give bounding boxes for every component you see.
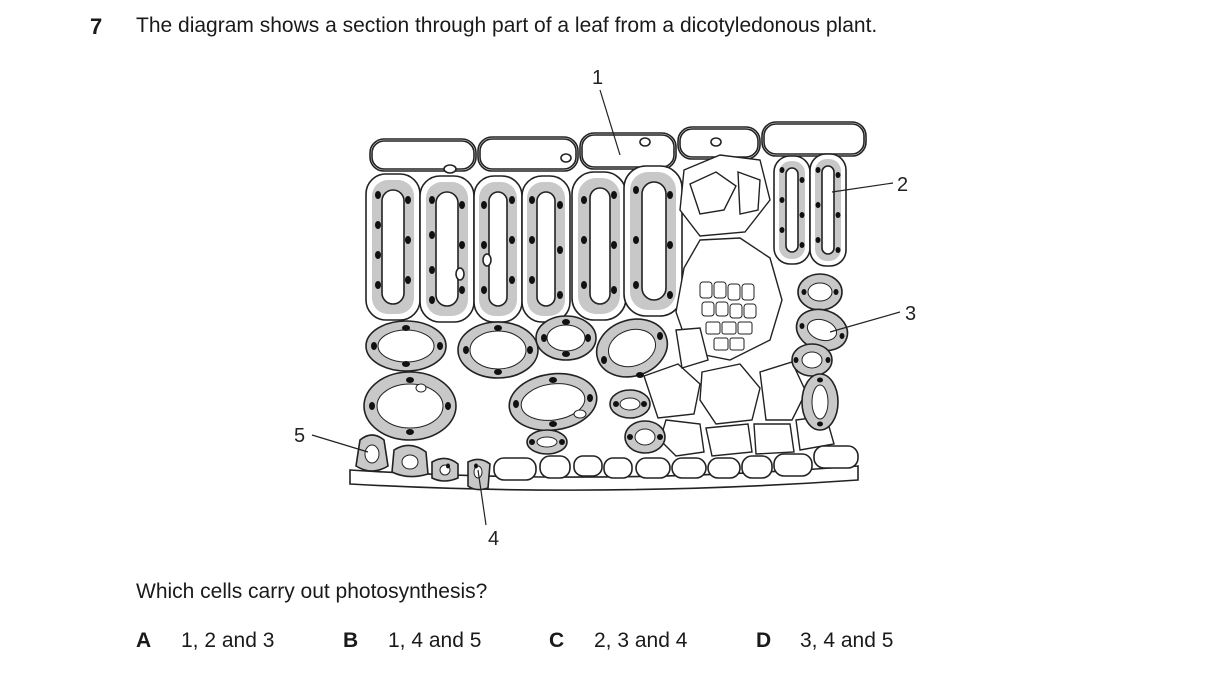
question-text: The diagram shows a section through part…: [136, 14, 878, 37]
label-5: 5: [294, 425, 305, 447]
option-text: 1, 2 and 3: [181, 629, 275, 652]
option-text: 1, 4 and 5: [388, 629, 482, 652]
option-b[interactable]: B 1, 4 and 5: [343, 629, 481, 653]
option-text: 3, 4 and 5: [800, 629, 894, 652]
option-a[interactable]: A 1, 2 and 3: [136, 629, 274, 653]
question-prompt: Which cells carry out photosynthesis?: [136, 580, 488, 603]
question-number: 7: [90, 14, 103, 39]
label-4: 4: [488, 528, 499, 550]
palisade-layer: [365, 153, 847, 323]
lower-epidermis: [349, 434, 859, 491]
label-2: 2: [897, 174, 908, 196]
upper-epidermis: [369, 121, 867, 174]
option-text: 2, 3 and 4: [594, 629, 688, 652]
option-letter: D: [756, 629, 772, 652]
option-letter: C: [549, 629, 565, 652]
vascular-bundle: [643, 154, 835, 457]
label-1: 1: [592, 67, 603, 89]
option-letter: B: [343, 629, 359, 652]
option-letter: A: [136, 629, 152, 652]
leaf-section-diagram: 1 2 3 4 5: [294, 67, 916, 550]
option-d[interactable]: D 3, 4 and 5: [756, 629, 893, 653]
option-c[interactable]: C 2, 3 and 4: [549, 629, 687, 653]
spongy-mesophyll: [363, 273, 849, 455]
leader-lines: [311, 89, 901, 526]
label-3: 3: [905, 303, 916, 325]
